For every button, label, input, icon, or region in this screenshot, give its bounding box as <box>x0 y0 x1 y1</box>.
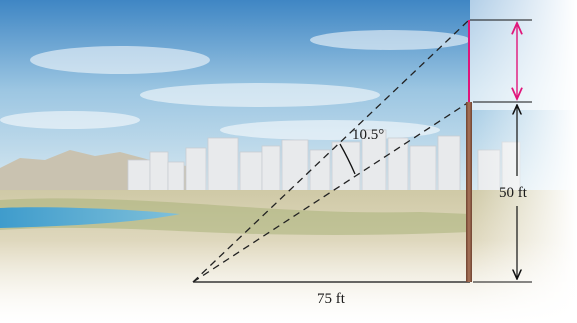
sight-line-lower <box>192 101 470 283</box>
angle-label: 10.5° <box>352 127 384 143</box>
dimension-markers: 50 ft 75 ft <box>317 19 532 307</box>
city-skyline <box>127 129 521 195</box>
triangle-geometry: 10.5° <box>192 19 470 283</box>
height-label: 50 ft <box>499 185 528 201</box>
grass-strip <box>0 198 470 235</box>
sight-line-upper <box>192 19 470 283</box>
pole <box>466 20 472 282</box>
lake <box>0 207 180 228</box>
fade-top-right <box>470 0 577 110</box>
pole-body <box>466 102 472 282</box>
angle-arc <box>339 143 356 175</box>
base-label: 75 ft <box>317 291 346 307</box>
